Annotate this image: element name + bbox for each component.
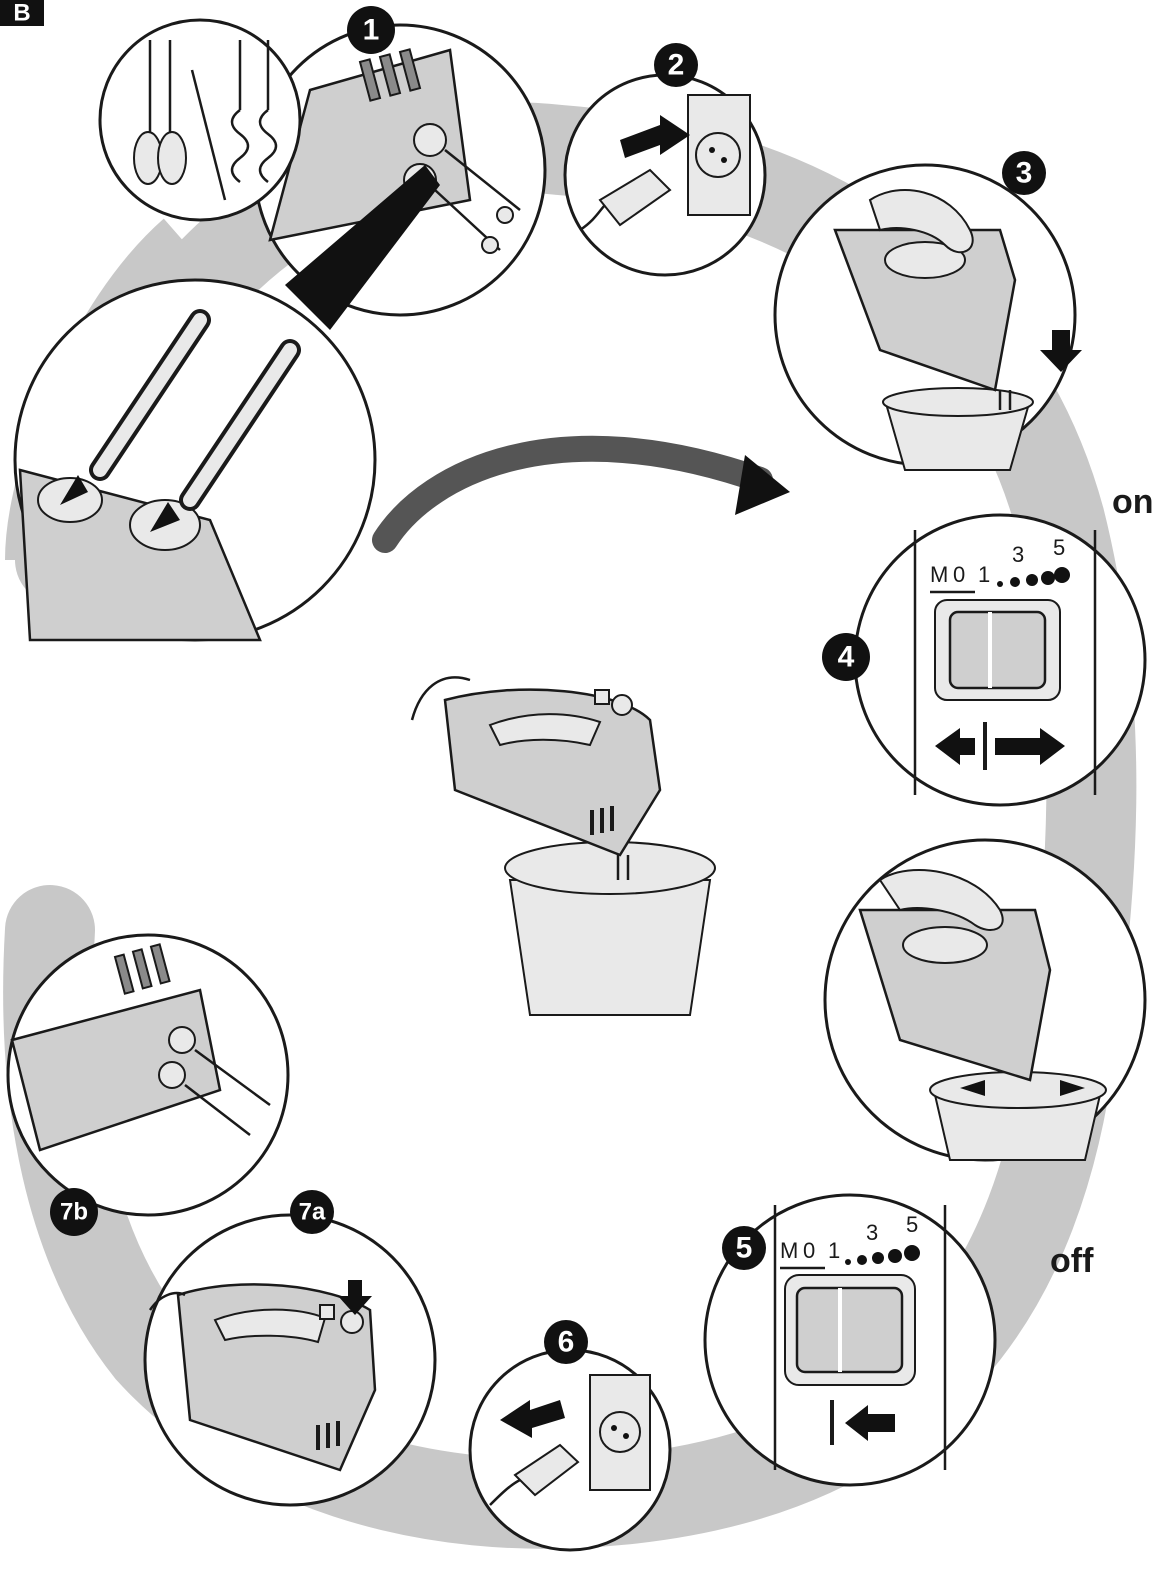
hand-mixer-icon [833, 228, 1017, 392]
speed-m: M [780, 1238, 798, 1263]
step-3-panel: 3 [773, 151, 1082, 471]
speed-m: M [930, 562, 948, 587]
left-arrow-icon [935, 728, 975, 765]
step-4-badge [822, 633, 870, 681]
beaters-pair-icon [133, 40, 187, 185]
off-label: off [1050, 1242, 1094, 1280]
plug-icon [579, 168, 672, 232]
step-1-zoom-panel [13, 278, 377, 642]
speed-5: 5 [906, 1212, 918, 1237]
step-7a-panel: 7a [143, 1190, 437, 1507]
plug-in-arrow-icon [620, 115, 690, 158]
zoom-wedge [285, 165, 440, 330]
step-1-number: 1 [363, 14, 380, 47]
beater-icon [434, 149, 521, 254]
step-4-panel: M 0 1 3 5 4 [822, 513, 1147, 807]
speed-3: 3 [1012, 542, 1024, 567]
mixing-bowl-icon [929, 1071, 1107, 1161]
step-7a-badge [290, 1190, 334, 1234]
step-1-badge [347, 6, 395, 54]
step-2-number: 2 [668, 49, 685, 82]
insert-arrow-icon [150, 502, 180, 532]
power-cord [148, 1291, 186, 1311]
left-arrow-icon [960, 1080, 985, 1096]
step-2-badge [654, 43, 698, 87]
hand-mixer-icon [858, 908, 1052, 1082]
down-arrow-icon [1040, 330, 1082, 372]
left-arrow-icon [845, 1405, 895, 1441]
step-6-number: 6 [558, 1326, 575, 1359]
step-3-number: 3 [1016, 157, 1033, 190]
speed-switch-icon [934, 599, 1061, 701]
speed-3: 3 [866, 1220, 878, 1245]
step-7b-badge [50, 1188, 98, 1236]
hand-icon [868, 189, 974, 254]
step-1-panel: 1 [98, 6, 547, 330]
mixing-panel [823, 838, 1147, 1162]
divider-line [190, 69, 227, 201]
hand-mixer-icon [176, 1283, 377, 1472]
step-5-number: 5 [736, 1232, 753, 1265]
beater-icon [184, 1048, 271, 1136]
on-label: on [1112, 483, 1154, 521]
step-2-panel: 2 [563, 43, 767, 277]
speed-0: 0 [953, 562, 965, 587]
mixing-bowl-icon [504, 841, 716, 1016]
step-7b-panel: 7b [6, 933, 290, 1236]
step-4-number: 4 [838, 641, 855, 674]
unplug-arrow-icon [500, 1400, 565, 1438]
step-6-badge [544, 1320, 588, 1364]
power-cord [410, 676, 471, 721]
plug-icon [489, 1443, 580, 1506]
speed-1: 1 [978, 562, 990, 587]
hand-icon [878, 869, 1004, 931]
wall-socket-icon [589, 1374, 651, 1491]
speed-1: 1 [828, 1238, 840, 1263]
rotation-arrow-icon [372, 435, 790, 553]
mixing-bowl-icon [882, 387, 1034, 471]
hand-mixer-icon [443, 688, 662, 880]
step-7b-number: 7b [60, 1199, 88, 1226]
speed-5: 5 [1053, 535, 1065, 560]
center-mixer-illustration [410, 676, 716, 1016]
right-arrow-icon [995, 728, 1065, 765]
press-arrow-icon [338, 1280, 372, 1315]
step-6-panel: 6 [468, 1320, 672, 1552]
dough-hook-icon [230, 40, 278, 183]
step-3-badge [1002, 151, 1046, 195]
speed-0: 0 [803, 1238, 815, 1263]
step-7a-number: 7a [299, 1199, 326, 1226]
right-arrow-icon [1060, 1080, 1085, 1096]
corner-letter-badge: B [0, 0, 44, 27]
corner-letter: B [13, 0, 30, 27]
step-5-badge [722, 1226, 766, 1270]
insert-arrow-icon [60, 475, 88, 505]
speed-switch-icon [784, 1274, 916, 1386]
wall-socket-icon [687, 94, 751, 216]
step-5-panel: M 0 1 3 5 5 [703, 1193, 997, 1487]
